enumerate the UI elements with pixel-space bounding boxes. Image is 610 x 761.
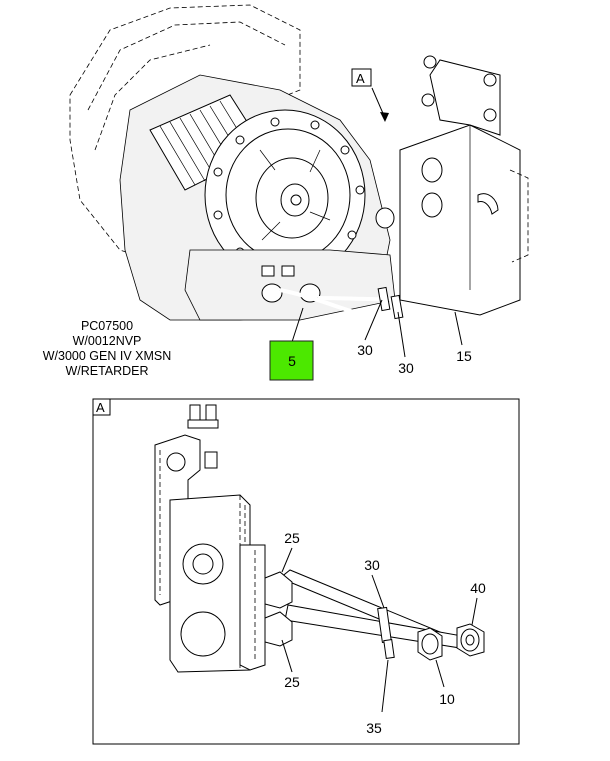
caption-line-3: W/3000 GEN IV XMSN (43, 349, 172, 363)
callout-40: 40 (470, 580, 486, 596)
detail-view-marker-label: A (96, 400, 105, 415)
caption-line-4: W/RETARDER (65, 364, 148, 378)
detail-view-marker-box (92, 398, 111, 416)
caption-line-2: W/0012NVP (73, 334, 142, 348)
callout-30-detail: 30 (364, 557, 380, 573)
detail-view-frame (92, 398, 520, 745)
mounting-bracket (399, 55, 529, 316)
callout-25-lower: 25 (284, 674, 300, 690)
callout-5-label: 5 (288, 353, 296, 369)
callout-15: 15 (456, 348, 472, 364)
detail-bracket (154, 404, 266, 673)
callout-30-b: 30 (398, 360, 414, 376)
callout-35: 35 (366, 720, 382, 736)
transmission-assembly (69, 4, 529, 323)
callout-10: 10 (439, 691, 455, 707)
highlighted-callout-5[interactable] (269, 340, 314, 381)
view-marker-box (351, 68, 372, 87)
callout-25-upper: 25 (284, 530, 300, 546)
callout-30-a: 30 (357, 342, 373, 358)
view-marker-label: A (356, 71, 365, 86)
caption: PC07500 W/0012NVP W/3000 GEN IV XMSN W/R… (43, 319, 172, 378)
detail-hoses (264, 569, 485, 661)
output-flange (204, 109, 366, 281)
caption-line-1: PC07500 (81, 319, 133, 333)
